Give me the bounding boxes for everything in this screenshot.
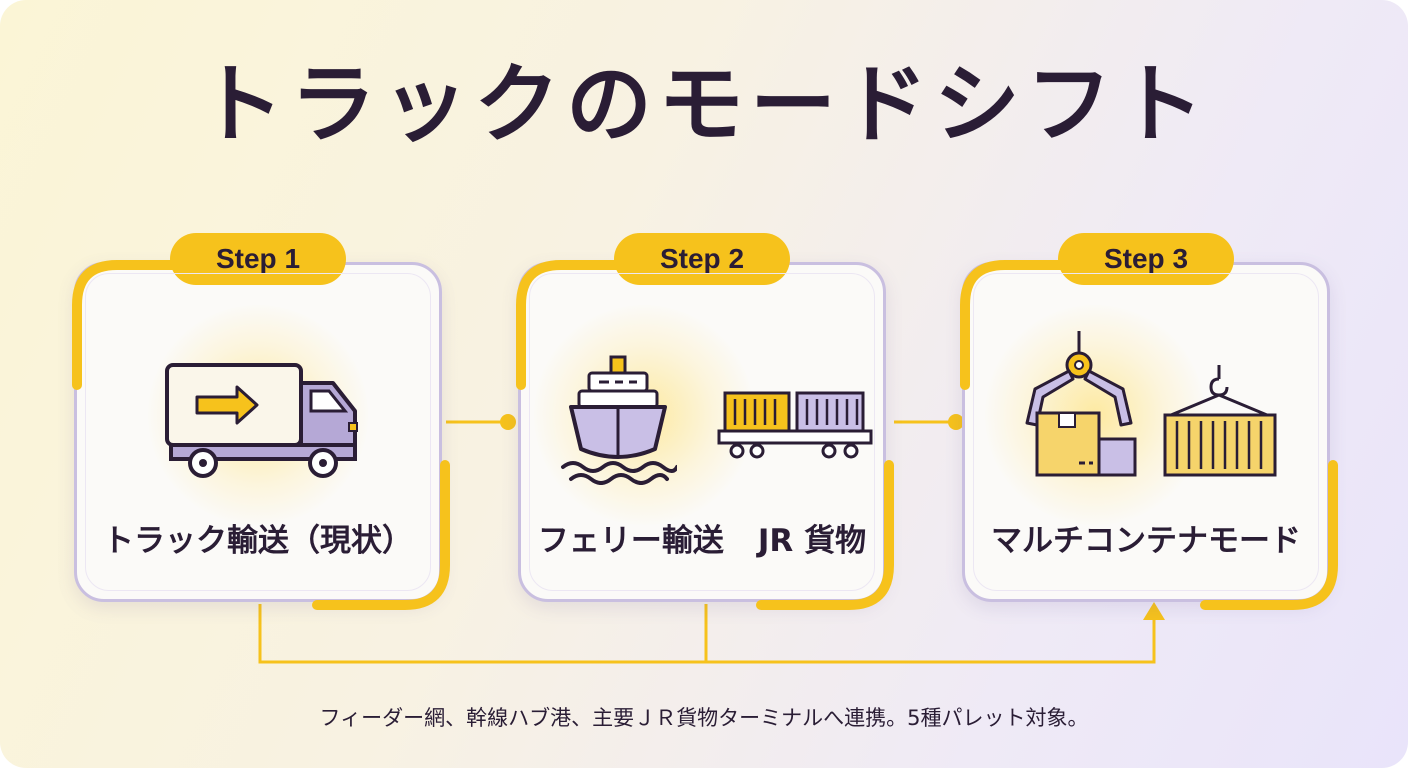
step-label-3: マルチコンテナモード — [991, 523, 1301, 559]
arrowhead-step3 — [1143, 602, 1165, 620]
step-label-1: トラック輸送（現状） — [103, 523, 413, 559]
step-badge-2: Step 2 — [614, 233, 790, 285]
page-title: トラックのモードシフト — [198, 55, 1210, 155]
step-label-2: フェリー輸送 JR 貨物 — [521, 515, 883, 560]
step-badge-3: Step 3 — [1058, 233, 1234, 285]
step-card-2: Step 2 — [516, 233, 894, 610]
freight-train-icon — [717, 391, 873, 459]
step-card-3: Step 3 マルチコンテナモード — [960, 233, 1338, 610]
container-icon — [1163, 365, 1277, 477]
connector-dot-step2 — [500, 414, 516, 430]
ferry-icon — [561, 355, 677, 485]
step-label-2b: JR 貨物 — [757, 523, 867, 559]
step-badge-1: Step 1 — [170, 233, 346, 285]
step-label-2a: フェリー輸送 — [537, 523, 724, 559]
truck-icon — [165, 363, 358, 478]
footer-note: フィーダー網、幹線ハブ港、主要ＪＲ貨物ターミナルへ連携。5種パレット対象。 — [319, 706, 1089, 730]
step-card-1: Step 1 トラック輸送（現状） — [72, 233, 450, 610]
crane-crate-icon — [1025, 331, 1137, 477]
bottom-return-line — [258, 604, 1156, 664]
